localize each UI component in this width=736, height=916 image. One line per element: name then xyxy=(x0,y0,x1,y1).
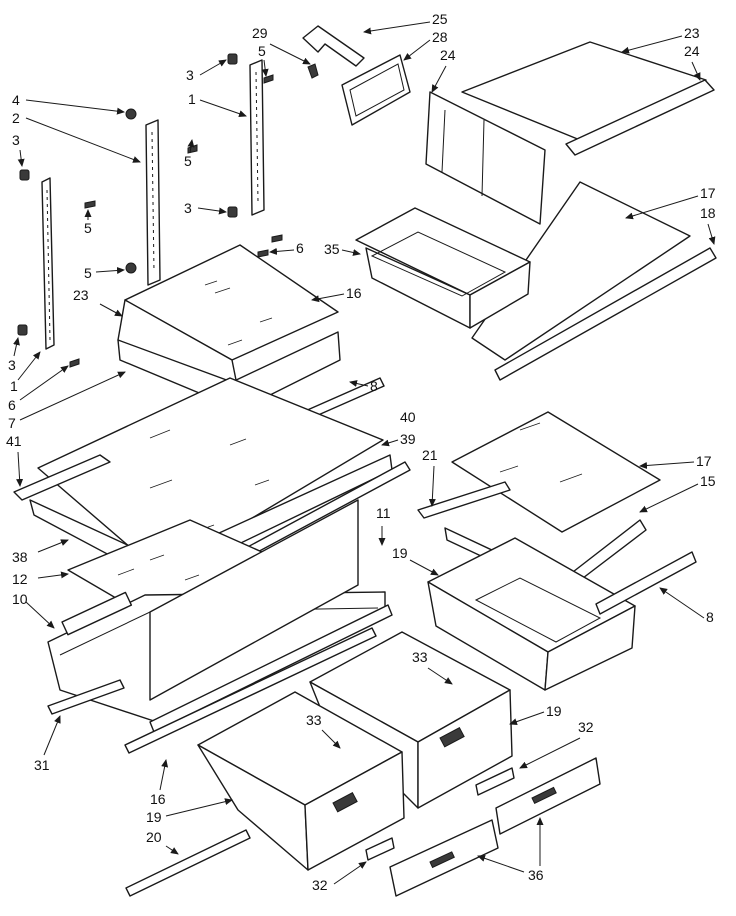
callout-28: 25 xyxy=(432,11,448,27)
callout-38: 38 xyxy=(12,549,28,565)
callout-6: 6 xyxy=(8,397,16,413)
shelf-ladder-center xyxy=(145,119,161,286)
callout-39: 39 xyxy=(400,431,416,447)
callout-10: 11 xyxy=(376,505,391,521)
callout-23: 23 xyxy=(73,287,89,303)
callout-32: 32 xyxy=(312,877,328,893)
wire-shelf-upper xyxy=(461,41,715,156)
glass-shelf-right xyxy=(451,411,661,533)
divider-panel xyxy=(425,91,546,225)
callout-33: 33 xyxy=(412,649,428,665)
callout-3: 3 xyxy=(12,132,20,148)
callout-3: 3 xyxy=(186,67,194,83)
frame-panel xyxy=(341,54,411,126)
callout-19: 19 xyxy=(546,703,562,719)
callout-8: 8 xyxy=(370,378,378,394)
crisper-small xyxy=(355,207,531,329)
callout-21: 20 xyxy=(146,829,162,845)
callout-4: 5 xyxy=(84,265,92,281)
callout-11: 12 xyxy=(12,571,28,587)
callout-3: 3 xyxy=(184,200,192,216)
callout-20: 19 xyxy=(392,545,408,561)
shelf-ladder-left xyxy=(41,177,55,350)
callout-15: 16 xyxy=(150,791,166,807)
callout-33: 33 xyxy=(306,712,322,728)
handle-bracket xyxy=(302,25,365,67)
callout-25: 24 xyxy=(684,43,700,59)
callout-19: 19 xyxy=(146,809,162,825)
callout-23: 21 xyxy=(422,447,438,463)
callout-3: 3 xyxy=(8,357,16,373)
callout-16: 16 xyxy=(346,285,362,301)
callout-5: 5 xyxy=(184,153,192,169)
drawer-handles xyxy=(125,757,601,897)
callout-1: 1 xyxy=(10,378,18,394)
callout-35: 35 xyxy=(324,241,340,257)
callout-5: 5 xyxy=(258,43,266,59)
callout-7: 7 xyxy=(8,415,16,431)
callout-6: 6 xyxy=(296,240,304,256)
callout-30: 28 xyxy=(432,29,448,45)
callout-9: 10 xyxy=(12,591,28,607)
callout-17: 17 xyxy=(700,185,716,201)
callout-24: 23 xyxy=(684,25,700,41)
pan-slide-rails xyxy=(47,627,377,754)
callout-41: 41 xyxy=(6,433,22,449)
pan-tray-right xyxy=(427,537,697,691)
callout-32: 32 xyxy=(578,719,594,735)
callout-5: 5 xyxy=(84,220,92,236)
callout-8: 8 xyxy=(706,609,714,625)
crisper-drawer-left xyxy=(197,691,405,871)
callout-31: 31 xyxy=(34,757,50,773)
callout-1: 1 xyxy=(188,91,196,107)
callout-12: 15 xyxy=(700,473,716,489)
callout-16: 17 xyxy=(696,453,712,469)
callout-4: 4 xyxy=(12,92,20,108)
callout-29: 29 xyxy=(252,25,268,41)
callout-18: 18 xyxy=(700,205,716,221)
callout-36: 36 xyxy=(528,867,544,883)
callout-labels: 4 2 3 5 5 5 23 3 1 6 7 41 38 12 10 31 16… xyxy=(6,11,716,893)
shelf-ladder-right xyxy=(249,59,265,216)
wire-shelf-lower xyxy=(471,181,717,381)
pan-cover-frame xyxy=(47,499,393,733)
callout-40: 40 xyxy=(400,409,416,425)
callout-2: 2 xyxy=(12,110,20,126)
callout-26: 24 xyxy=(440,47,456,63)
